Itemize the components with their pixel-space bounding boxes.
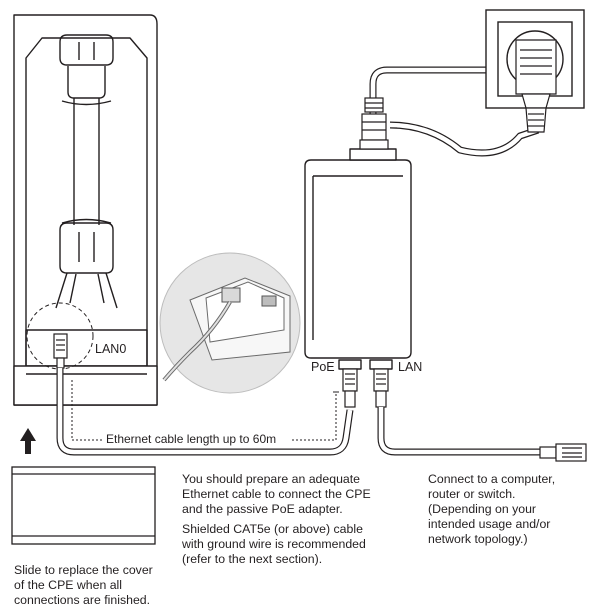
slide-cover-line: Slide to replace the cover [14, 563, 153, 577]
connect-computer-line: intended usage and/or [428, 517, 551, 531]
slide-up-arrow-icon [20, 428, 36, 454]
lan-port-plug [373, 368, 389, 408]
poe-port-plug [342, 368, 358, 408]
cpe-rj45-plug [53, 333, 68, 369]
lan0-port-label: LAN0 [95, 342, 127, 356]
connect-computer-line: (Depending on your [428, 502, 537, 516]
connect-computer-note: Connect to a computer, router or switch.… [428, 472, 596, 547]
lan-cable-rj45-end [539, 443, 587, 462]
ethernet-cable-lan [377, 407, 540, 456]
poe-port-label: PoE [311, 360, 335, 374]
shielded-cable-line: with ground wire is recommended [182, 537, 366, 551]
ethernet-cable-cpe [56, 368, 354, 456]
lan-port-label: LAN [398, 360, 423, 374]
cable-length-indicator [71, 380, 337, 441]
cpe-cover [11, 466, 156, 545]
poe-adapter [304, 148, 412, 370]
shielded-cable-line: (refer to the next section). [182, 552, 323, 566]
slide-cover-line: connections are finished. [14, 593, 151, 607]
connect-computer-line: router or switch. [428, 487, 516, 501]
cable-length-label: Ethernet cable length up to 60m [104, 432, 279, 446]
shielded-cable-note: Shielded CAT5e (or above) cable with gro… [182, 522, 412, 567]
port-closeup-zoom [159, 252, 301, 394]
slide-cover-line: of the CPE when all [14, 578, 123, 592]
connect-computer-line: network topology.) [428, 532, 528, 546]
prepare-cable-line: Ethernet cable to connect the CPE [182, 487, 371, 501]
prepare-cable-line: and the passive PoE adapter. [182, 502, 343, 516]
cpe-device [13, 14, 158, 406]
prepare-cable-note: You should prepare an adequate Ethernet … [182, 472, 412, 517]
slide-cover-note: Slide to replace the cover of the CPE wh… [14, 563, 174, 608]
connect-computer-line: Connect to a computer, [428, 472, 556, 486]
shielded-cable-line: Shielded CAT5e (or above) cable [182, 522, 363, 536]
prepare-cable-line: You should prepare an adequate [182, 472, 361, 486]
adapter-power-connector [359, 97, 389, 150]
wall-plug [515, 39, 557, 133]
